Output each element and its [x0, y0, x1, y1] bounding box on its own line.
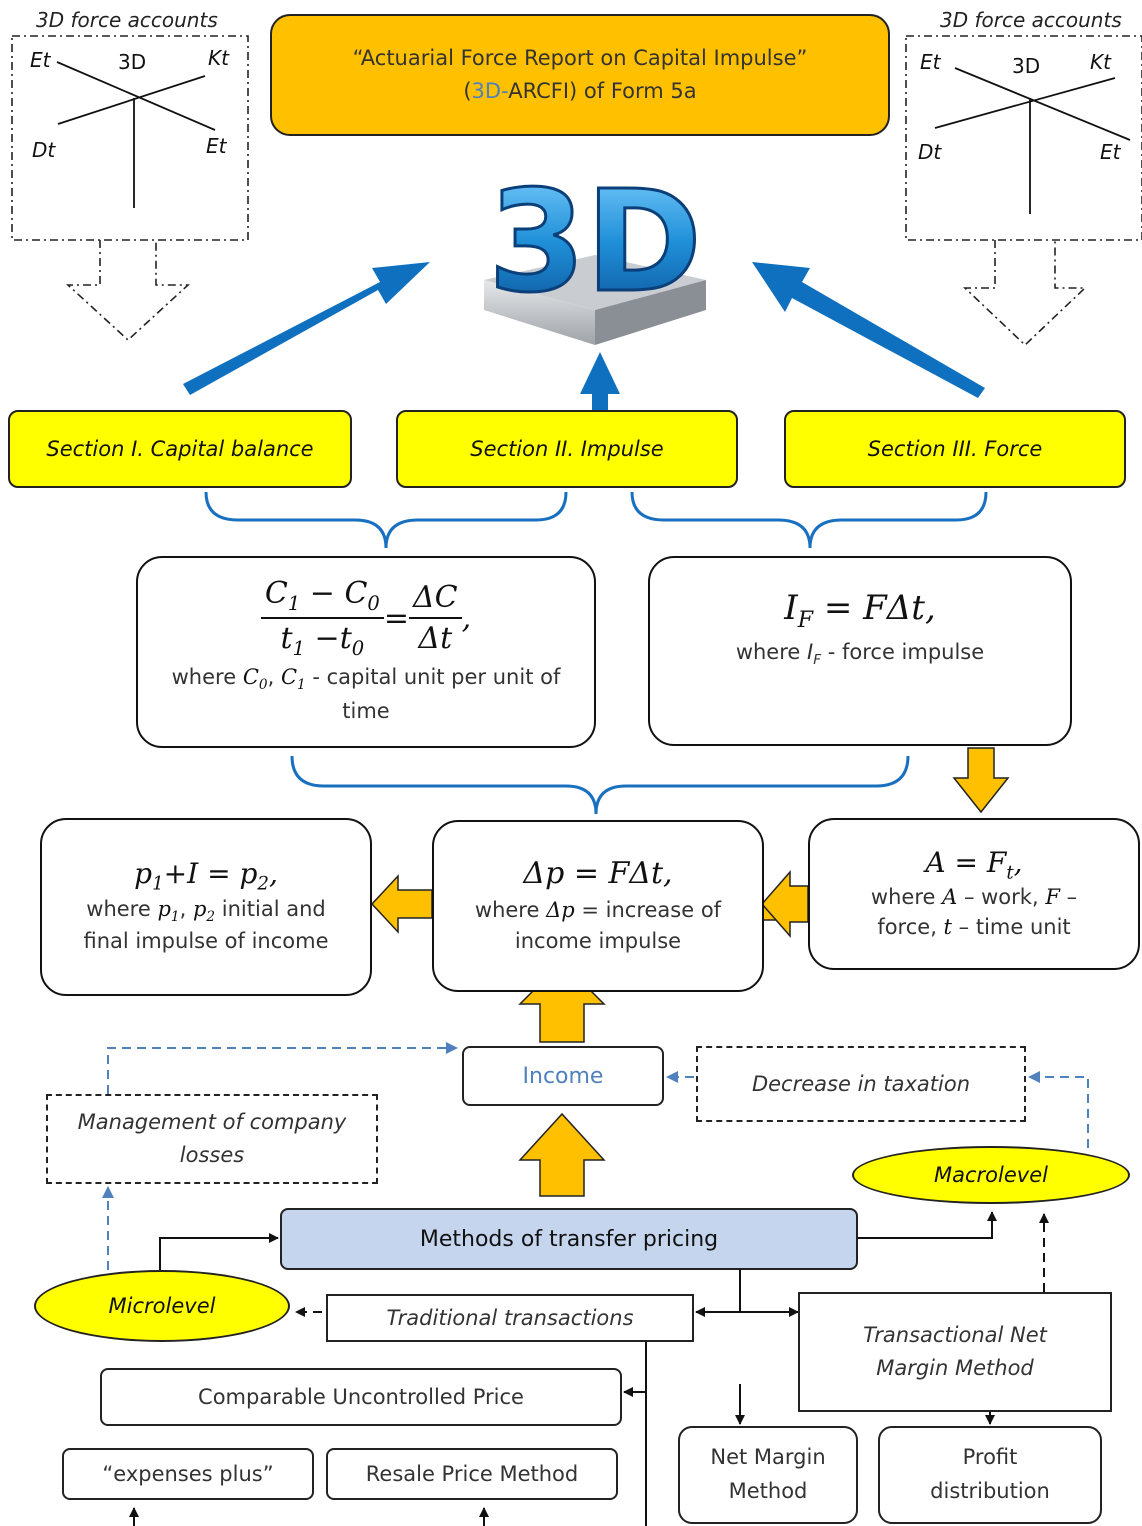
- force-accounts-left-tr: Kt: [208, 46, 229, 70]
- macrolevel-ellipse: Macrolevel: [852, 1146, 1130, 1204]
- blue-arrows: [183, 262, 985, 412]
- delta-p-formula: Δp = FΔt,: [523, 856, 673, 892]
- force-accounts-left-bl: Dt: [32, 138, 56, 162]
- force-accounts-right-frame: [905, 35, 1142, 347]
- profit-distribution-box: Profit distribution: [878, 1426, 1102, 1524]
- decrease-taxation-box: Decrease in taxation: [696, 1046, 1026, 1122]
- black-connectors: [129, 1211, 997, 1526]
- capital-formula-note: where C0, C1 - capital unit per unit of …: [171, 665, 561, 724]
- report-title-line2: (3D-ARCFI) of Form 5a: [463, 79, 697, 103]
- income-impulse-note: where p1, p2 initial and final impulse o…: [83, 896, 329, 954]
- orange-arrow-right-to-dp: [761, 870, 809, 938]
- svg-text:3D: 3D: [488, 161, 702, 324]
- report-title-box: “Actuarial Force Report on Capital Impul…: [270, 14, 890, 136]
- force-impulse-box: IF = FΔt, where IF - force impulse: [648, 556, 1072, 746]
- work-formula: A = Ft,: [925, 845, 1023, 884]
- force-accounts-left-br: Et: [206, 134, 227, 158]
- report-title-line1: “Actuarial Force Report on Capital Impul…: [352, 46, 808, 71]
- section-force: Section III. Force: [784, 410, 1126, 488]
- net-margin-box: Net Margin Method: [678, 1426, 858, 1524]
- force-accounts-right-bl: Dt: [918, 140, 942, 164]
- force-accounts-right-axes: [934, 67, 1131, 214]
- income-impulse-formula: p1+I = p2,: [134, 857, 278, 895]
- income-impulse-box: p1+I = p2, where p1, p2 initial and fina…: [40, 818, 372, 996]
- force-accounts-right-tl: Et: [920, 50, 941, 74]
- force-impulse-formula: IF = FΔt,: [784, 588, 936, 633]
- microlevel-ellipse: Microlevel: [34, 1270, 290, 1342]
- 3d-logo-icon: 3D: [484, 160, 706, 345]
- work-note: where A – work, F – force, t – time unit: [870, 885, 1078, 939]
- section-impulse: Section II. Impulse: [396, 410, 738, 488]
- force-accounts-left-axes: [56, 61, 216, 208]
- blue-dashed-lines: [102, 1042, 1089, 1270]
- expenses-plus-box: “expenses plus”: [62, 1448, 314, 1500]
- resale-price-box: Resale Price Method: [326, 1448, 618, 1500]
- braces: [204, 491, 988, 815]
- income-box: Income: [462, 1046, 664, 1106]
- traditional-transactions-box: Traditional transactions: [326, 1294, 694, 1342]
- black-dashed-connectors: [295, 1213, 1049, 1317]
- force-accounts-left-center: 3D: [118, 50, 147, 74]
- section-capital-balance: Section I. Capital balance: [8, 410, 352, 488]
- force-accounts-left-frame: [11, 35, 249, 342]
- tnmm-box: Transactional Net Margin Method: [798, 1292, 1112, 1412]
- force-accounts-right-center: 3D: [1012, 54, 1041, 78]
- transfer-pricing-methods-box: Methods of transfer pricing: [280, 1208, 858, 1270]
- force-accounts-left-tl: Et: [30, 48, 51, 72]
- capital-formula: C1 − C0 t1 −t0 = ΔC Δt ,: [260, 576, 471, 660]
- cup-box: Comparable Uncontrolled Price: [100, 1368, 622, 1426]
- management-losses-box: Management of company losses: [46, 1094, 378, 1184]
- force-accounts-right-br: Et: [1100, 140, 1121, 164]
- delta-p-box: Δp = FΔt, where Δp = increase of income …: [432, 820, 764, 992]
- force-impulse-note: where IF - force impulse: [735, 639, 985, 668]
- work-box: A = Ft, where A – work, F – force, t – t…: [808, 818, 1140, 970]
- force-accounts-left-label: 3D force accounts: [36, 8, 218, 32]
- delta-p-note: where Δp = increase of income impulse: [474, 898, 722, 953]
- capital-formula-box: C1 − C0 t1 −t0 = ΔC Δt , where C0, C1 - …: [136, 556, 596, 748]
- force-accounts-right-tr: Kt: [1090, 50, 1111, 74]
- force-accounts-right-label: 3D force accounts: [940, 8, 1122, 32]
